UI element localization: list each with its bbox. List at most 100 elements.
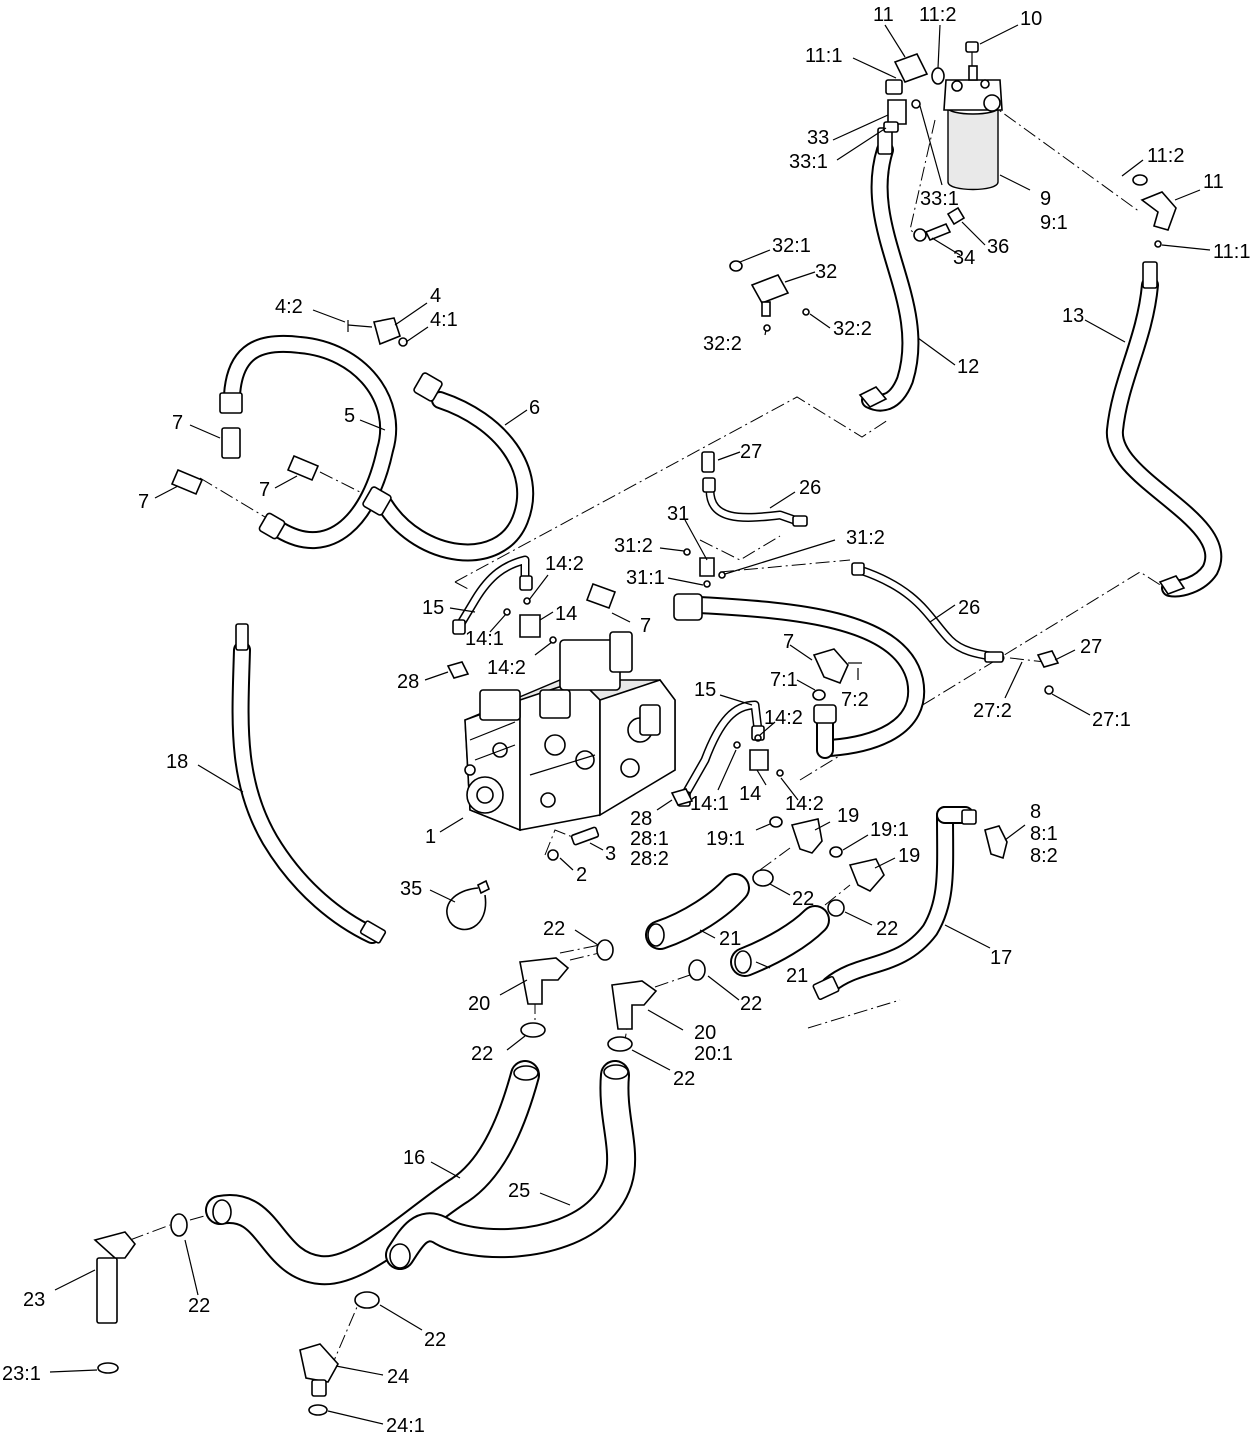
- callout-20-right: 20: [694, 1022, 716, 1044]
- bolt-washer-2-3: [547, 826, 600, 861]
- fitting-20-right: [611, 980, 658, 1030]
- callout-7-e: 7: [783, 631, 794, 653]
- callout-14-b: 14: [739, 783, 761, 805]
- callout-32-2-right: 32:2: [833, 318, 872, 340]
- fitting-27-right: [1036, 650, 1060, 695]
- fitting-24: [299, 1343, 339, 1416]
- fitting-28: [446, 661, 694, 806]
- callout-20-1: 20:1: [694, 1043, 733, 1065]
- callout-7-a: 7: [172, 412, 183, 434]
- fitting-20-left: [519, 957, 570, 1005]
- fitting-19-right: [829, 846, 885, 892]
- callout-23: 23: [23, 1289, 45, 1311]
- callout-22-a: 22: [543, 918, 565, 940]
- callout-8: 8: [1030, 801, 1041, 823]
- callout-26-top: 26: [799, 477, 821, 499]
- callout-7-c: 7: [259, 479, 270, 501]
- callout-35: 35: [400, 878, 422, 900]
- callout-22-h: 22: [424, 1329, 446, 1351]
- callout-7-d: 7: [640, 615, 651, 637]
- callout-33-1-right: 33:1: [920, 188, 959, 210]
- callout-19-1-right: 19:1: [870, 819, 909, 841]
- callout-34: 34: [953, 247, 975, 269]
- callout-8-2: 8:2: [1030, 845, 1058, 867]
- callout-28-1: 28:1: [630, 828, 669, 850]
- fitting-19-left: [769, 816, 823, 854]
- hose-16: [205, 1060, 540, 1286]
- hose-21b: [730, 905, 830, 977]
- callout-19-right: 19: [898, 845, 920, 867]
- callout-17: 17: [990, 947, 1012, 969]
- callout-16: 16: [403, 1147, 425, 1169]
- callout-11-1-right: 11:1: [1213, 241, 1250, 263]
- callout-10: 10: [1020, 8, 1042, 30]
- callout-31-2-right: 31:2: [846, 527, 885, 549]
- callout-32: 32: [815, 261, 837, 283]
- callout-11-right: 11: [1203, 171, 1224, 193]
- callout-33: 33: [807, 127, 829, 149]
- callout-32-1: 32:1: [772, 235, 811, 257]
- callout-31: 31: [667, 503, 689, 525]
- callout-21-b: 21: [786, 965, 808, 987]
- fitting-23: [93, 1231, 137, 1374]
- callout-8-1: 8:1: [1030, 823, 1058, 845]
- callout-27-1: 27:1: [1092, 709, 1131, 731]
- callout-14-1-b: 14:1: [690, 793, 729, 815]
- callout-6: 6: [529, 397, 540, 419]
- clamps-22: [170, 869, 845, 1309]
- callout-12: 12: [957, 356, 979, 378]
- callout-14-a: 14: [555, 603, 577, 625]
- fitting-33: [883, 99, 921, 133]
- callout-4: 4: [430, 285, 441, 307]
- hose-26-lower: [851, 562, 1005, 663]
- callout-11-2-right: 11:2: [1147, 145, 1184, 167]
- hydraulic-pump: [464, 631, 676, 832]
- callout-28-upper: 28: [397, 671, 419, 693]
- callout-22-c: 22: [876, 918, 898, 940]
- callout-7-2: 7:2: [841, 689, 869, 711]
- callout-14-2-c: 14:2: [764, 707, 803, 729]
- callout-22-e: 22: [471, 1043, 493, 1065]
- fitting-14-lower: [733, 734, 784, 777]
- callout-28-2: 28:2: [630, 848, 669, 870]
- callout-18: 18: [166, 751, 188, 773]
- callout-5: 5: [344, 405, 355, 427]
- callout-28-lower: 28: [630, 808, 652, 830]
- callout-26-lower: 26: [958, 597, 980, 619]
- fitting-8: [984, 825, 1008, 860]
- callout-19-1-left: 19:1: [706, 828, 745, 850]
- hose-main-7: [673, 593, 926, 759]
- filter-assembly: [943, 41, 1003, 191]
- callout-4-1: 4:1: [430, 309, 458, 331]
- callout-33-1-left: 33:1: [789, 151, 828, 173]
- fitting-14-upper: [503, 597, 557, 644]
- fitting-7-group: [170, 427, 862, 701]
- callout-22-f: 22: [673, 1068, 695, 1090]
- fitting-11-right: [1132, 174, 1177, 248]
- callout-22-g: 22: [188, 1295, 210, 1317]
- hose-6: [362, 372, 535, 562]
- fitting-32: [729, 260, 810, 332]
- callout-22-b: 22: [792, 888, 814, 910]
- fitting-11-top: [885, 53, 945, 95]
- callout-19-left: 19: [837, 805, 859, 827]
- callout-22-d: 22: [740, 993, 762, 1015]
- callout-32-2-left: 32:2: [703, 333, 742, 355]
- callout-15-upper: 15: [422, 597, 444, 619]
- callout-2: 2: [576, 864, 587, 886]
- hose-15-upper: [452, 555, 533, 635]
- callout-14-2-d: 14:2: [785, 793, 824, 815]
- callout-11-2-top: 11:2: [919, 4, 956, 26]
- callout-7-1: 7:1: [770, 669, 798, 691]
- hose-17: [812, 806, 977, 1001]
- callout-24-1: 24:1: [386, 1415, 425, 1437]
- hose-21a: [645, 873, 750, 950]
- callout-9: 9: [1040, 188, 1051, 210]
- sensor-34-36: [913, 206, 966, 242]
- callout-14-1-a: 14:1: [465, 628, 504, 650]
- hose-25: [385, 1060, 637, 1270]
- callout-13: 13: [1062, 305, 1084, 327]
- callout-27-2: 27:2: [973, 700, 1012, 722]
- callout-11-1-top: 11:1: [805, 45, 842, 67]
